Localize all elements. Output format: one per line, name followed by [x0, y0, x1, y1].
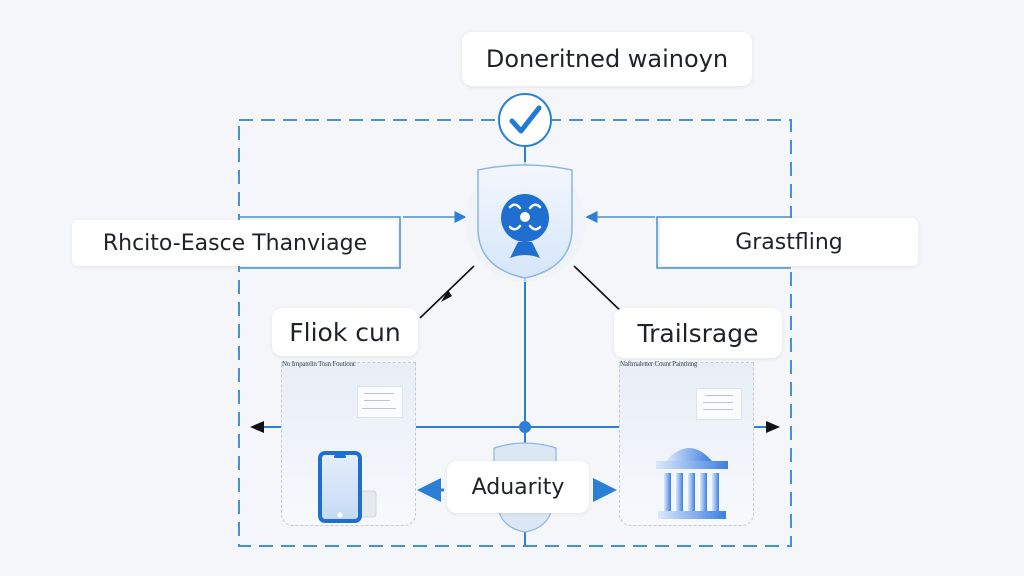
network-globe-icon — [501, 194, 549, 258]
bank-building-icon — [656, 448, 728, 519]
right-arrowhead-icon — [766, 421, 780, 433]
diagram-title: Doneritned wainoyn — [462, 32, 752, 86]
right-panel-mini-card — [696, 388, 742, 420]
right-panel-caption: Nafimaletter Count Paintinng — [620, 360, 698, 368]
right-bracket — [656, 216, 791, 269]
right-panel — [619, 362, 754, 526]
bottom-label: Aduarity — [447, 461, 589, 513]
right-node-label: Grastfling — [660, 218, 918, 266]
left-panel-mini-card — [357, 386, 403, 418]
left-bracket — [239, 216, 401, 269]
left-panel-caption: No Impatelin Tosn Foutionc — [282, 360, 356, 368]
left-panel — [281, 362, 416, 526]
smartphone-icon — [318, 451, 377, 523]
central-shield — [465, 162, 585, 282]
left-diagonal-arrowhead-icon — [441, 290, 452, 302]
right-panel-title: Trailsrage — [614, 308, 782, 358]
junction-dot — [519, 421, 531, 433]
left-node-label: Rhcito-Easce Thanviage — [72, 220, 398, 266]
left-arrowhead-icon — [250, 421, 264, 433]
right-diagonal-arrowhead-icon — [600, 292, 612, 302]
checkmark-icon — [498, 93, 552, 147]
left-panel-title: Fliok cun — [272, 308, 418, 356]
